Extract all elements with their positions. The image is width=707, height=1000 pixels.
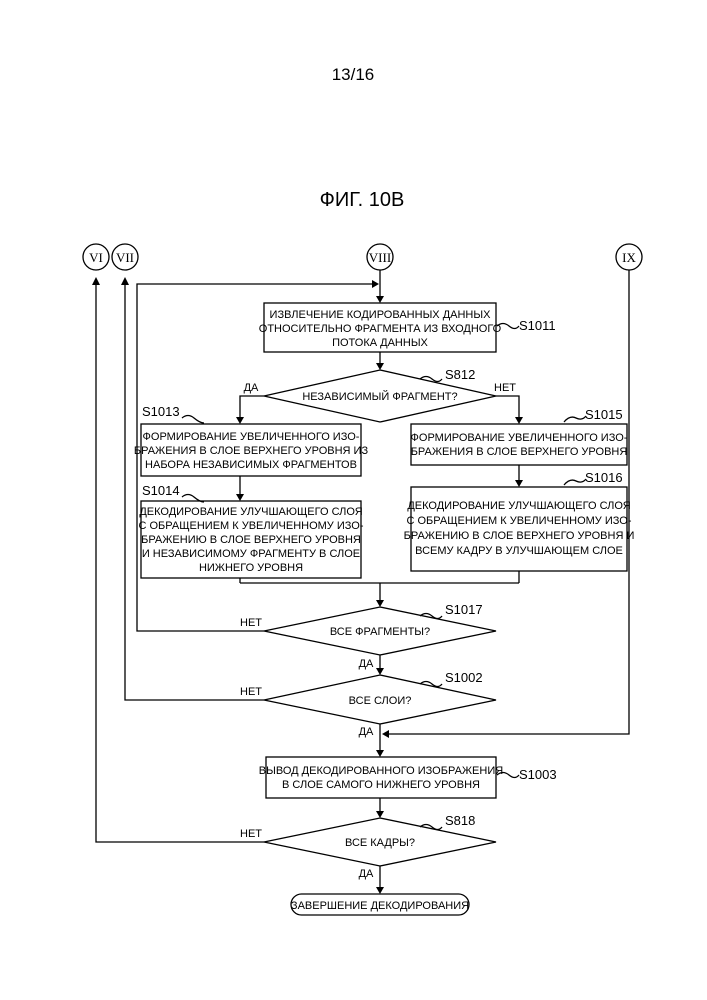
decision-s1002-label: S1002	[445, 670, 483, 685]
decision-s812-question: НЕЗАВИСИМЫЙ ФРАГМЕНТ?	[302, 390, 457, 403]
connector-viii: VIII	[367, 244, 393, 270]
decision-s1002-no: НЕТ	[240, 686, 262, 698]
connector-vi-label: VI	[89, 250, 103, 265]
page-number: 13/16	[332, 65, 375, 84]
step-s1003-label: S1003	[519, 767, 557, 782]
decision-s812-no: НЕТ	[494, 382, 516, 394]
decision-s1017-yes: ДА	[359, 658, 374, 670]
step-s1011-line-3: ПОТОКА ДАННЫХ	[332, 337, 428, 349]
step-s1014: ДЕКОДИРОВАНИЕ УЛУЧШАЮЩЕГО СЛОЯ С ОБРАЩЕН…	[139, 483, 364, 578]
step-s1015-line-2: БРАЖЕНИЯ В СЛОЕ ВЕРХНЕГО УРОВНЯ	[411, 446, 628, 458]
step-s1016-line-2: С ОБРАЩЕНИЕМ К УВЕЛИЧЕННОМУ ИЗО-	[407, 515, 632, 527]
decision-s818-yes: ДА	[359, 868, 374, 880]
connector-vii-label: VII	[116, 250, 134, 265]
figure-title: ФИГ. 10В	[320, 189, 405, 211]
decision-s1017-question: ВСЕ ФРАГМЕНТЫ?	[330, 626, 430, 638]
step-s1013-label: S1013	[142, 404, 180, 419]
terminator-end: ЗАВЕРШЕНИЕ ДЕКОДИРОВАНИЯ	[291, 894, 469, 915]
step-s1014-label: S1014	[142, 483, 180, 498]
step-s1014-line-5: НИЖНЕГО УРОВНЯ	[199, 562, 303, 574]
step-s1016-line-1: ДЕКОДИРОВАНИЕ УЛУЧШАЮЩЕГО СЛОЯ	[407, 500, 630, 512]
decision-s1002-question: ВСЕ СЛОИ?	[349, 695, 412, 707]
decision-s818-question: ВСЕ КАДРЫ?	[345, 837, 415, 849]
step-s1013-line-1: ФОРМИРОВАНИЕ УВЕЛИЧЕННОГО ИЗО-	[143, 431, 360, 443]
connector-vi: VI	[83, 244, 109, 270]
step-s1003-line-2: В СЛОЕ САМОГО НИЖНЕГО УРОВНЯ	[282, 779, 480, 791]
step-s1013-line-2: БРАЖЕНИЯ В СЛОЕ ВЕРХНЕГО УРОВНЯ ИЗ	[134, 445, 369, 457]
step-s1014-line-3: БРАЖЕНИЮ В СЛОЕ ВЕРХНЕГО УРОВНЯ	[141, 534, 361, 546]
flow-lines	[92, 270, 629, 894]
decision-s818-no: НЕТ	[240, 828, 262, 840]
step-s1014-line-1: ДЕКОДИРОВАНИЕ УЛУЧШАЮЩЕГО СЛОЯ	[139, 506, 362, 518]
step-s1016-label: S1016	[585, 470, 623, 485]
step-s1014-line-4: И НЕЗАВИСИМОМУ ФРАГМЕНТУ В СЛОЕ	[142, 548, 360, 560]
decision-s1017-label: S1017	[445, 602, 483, 617]
step-s1003: ВЫВОД ДЕКОДИРОВАННОГО ИЗОБРАЖЕНИЯ В СЛОЕ…	[259, 757, 557, 798]
step-s1014-line-2: С ОБРАЩЕНИЕМ К УВЕЛИЧЕННОМУ ИЗО-	[139, 520, 364, 532]
step-s1016-line-3: БРАЖЕНИЮ В СЛОЕ ВЕРХНЕГО УРОВНЯ И	[404, 530, 635, 542]
step-s1003-line-1: ВЫВОД ДЕКОДИРОВАННОГО ИЗОБРАЖЕНИЯ	[259, 765, 503, 777]
step-s1011-line-2: ОТНОСИТЕЛЬНО ФРАГМЕНТА ИЗ ВХОДНОГО	[259, 323, 502, 335]
connector-ix: IX	[616, 244, 642, 270]
decision-s818-label: S818	[445, 813, 475, 828]
step-s1011: ИЗВЛЕЧЕНИЕ КОДИРОВАННЫХ ДАННЫХ ОТНОСИТЕЛ…	[259, 303, 556, 352]
decision-s812-yes: ДА	[244, 382, 259, 394]
step-s1013: ФОРМИРОВАНИЕ УВЕЛИЧЕННОГО ИЗО- БРАЖЕНИЯ …	[134, 404, 369, 476]
decision-s818: ВСЕ КАДРЫ? S818 НЕТ ДА	[240, 813, 496, 880]
connector-vii: VII	[112, 244, 138, 270]
step-s1015-line-1: ФОРМИРОВАНИЕ УВЕЛИЧЕННОГО ИЗО-	[411, 432, 628, 444]
connector-ix-label: IX	[622, 250, 636, 265]
decision-s1017: ВСЕ ФРАГМЕНТЫ? S1017 НЕТ ДА	[240, 602, 496, 670]
step-s1015-label: S1015	[585, 407, 623, 422]
step-s1016-line-4: ВСЕМУ КАДРУ В УЛУЧШАЮЩЕМ СЛОЕ	[415, 545, 623, 557]
connector-viii-label: VIII	[369, 250, 391, 265]
decision-s1017-no: НЕТ	[240, 617, 262, 629]
decision-s812-label: S812	[445, 367, 475, 382]
step-s1011-label: S1011	[519, 318, 556, 333]
decision-s812: НЕЗАВИСИМЫЙ ФРАГМЕНТ? S812 ДА НЕТ	[244, 367, 517, 422]
step-s1011-line-1: ИЗВЛЕЧЕНИЕ КОДИРОВАННЫХ ДАННЫХ	[270, 309, 492, 321]
decision-s1002: ВСЕ СЛОИ? S1002 НЕТ ДА	[240, 670, 496, 738]
decision-s1002-yes: ДА	[359, 726, 374, 738]
step-s1013-line-3: НАБОРА НЕЗАВИСИМЫХ ФРАГМЕНТОВ	[145, 459, 357, 471]
terminator-end-label: ЗАВЕРШЕНИЕ ДЕКОДИРОВАНИЯ	[291, 900, 469, 912]
